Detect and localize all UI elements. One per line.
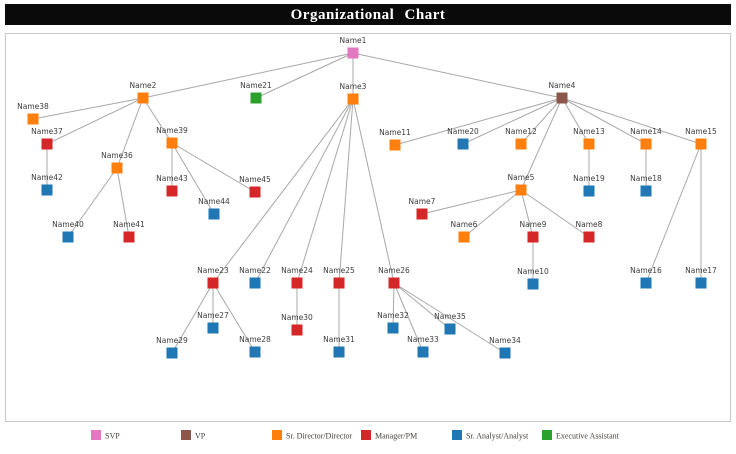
role-square-Name4 (556, 92, 568, 104)
node-label-Name25: Name25 (323, 266, 355, 275)
node-label-Name19: Name19 (573, 174, 605, 183)
role-square-Name5 (515, 184, 527, 196)
node-label-Name16: Name16 (630, 266, 662, 275)
role-square-Name28 (249, 346, 261, 358)
node-label-Name28: Name28 (239, 335, 271, 344)
role-square-Name40 (62, 231, 74, 243)
title-bar: Organizational Chart (5, 4, 731, 25)
node-label-Name26: Name26 (378, 266, 410, 275)
node-label-Name33: Name33 (407, 335, 439, 344)
node-label-Name43: Name43 (156, 174, 188, 183)
role-square-Name14 (640, 138, 652, 150)
role-square-Name2 (137, 92, 149, 104)
role-square-Name18 (640, 185, 652, 197)
node-label-Name31: Name31 (323, 335, 355, 344)
role-square-Name29 (166, 347, 178, 359)
role-square-Name38 (27, 113, 39, 125)
role-square-Name36 (111, 162, 123, 174)
role-square-Name37 (41, 138, 53, 150)
node-label-Name9: Name9 (519, 220, 547, 229)
page-title: Organizational Chart (290, 7, 446, 23)
role-square-Name32 (387, 322, 399, 334)
node-label-Name12: Name12 (505, 127, 537, 136)
node-label-Name20: Name20 (447, 127, 479, 136)
node-label-Name3: Name3 (339, 82, 367, 91)
node-label-Name38: Name38 (17, 102, 49, 111)
role-square-Name19 (583, 185, 595, 197)
node-label-Name37: Name37 (31, 127, 63, 136)
node-label-Name8: Name8 (575, 220, 603, 229)
node-label-Name2: Name2 (129, 81, 157, 90)
role-square-Name39 (166, 137, 178, 149)
node-label-Name34: Name34 (489, 336, 521, 345)
role-square-Name44 (208, 208, 220, 220)
role-square-Name7 (416, 208, 428, 220)
role-square-Name6 (458, 231, 470, 243)
role-square-Name22 (249, 277, 261, 289)
node-label-Name13: Name13 (573, 127, 605, 136)
node-label-Name10: Name10 (517, 267, 549, 276)
node-label-Name6: Name6 (450, 220, 478, 229)
role-square-Name20 (457, 138, 469, 150)
role-square-Name42 (41, 184, 53, 196)
node-label-Name32: Name32 (377, 311, 409, 320)
node-label-Name23: Name23 (197, 266, 229, 275)
node-label-Name36: Name36 (101, 151, 133, 160)
node-label-Name40: Name40 (52, 220, 84, 229)
role-square-Name31 (333, 346, 345, 358)
node-label-Name29: Name29 (156, 336, 188, 345)
node-label-Name44: Name44 (198, 197, 230, 206)
role-square-Name1 (347, 47, 359, 59)
role-square-Name13 (583, 138, 595, 150)
role-square-Name9 (527, 231, 539, 243)
role-square-Name41 (123, 231, 135, 243)
role-square-Name11 (389, 139, 401, 151)
role-square-Name27 (207, 322, 219, 334)
node-label-Name1: Name1 (339, 36, 367, 45)
role-square-Name35 (444, 323, 456, 335)
node-label-Name15: Name15 (685, 127, 717, 136)
role-square-Name10 (527, 278, 539, 290)
node-label-Name4: Name4 (548, 81, 576, 90)
role-square-Name26 (388, 277, 400, 289)
role-square-Name25 (333, 277, 345, 289)
role-square-Name24 (291, 277, 303, 289)
node-label-Name5: Name5 (507, 173, 535, 182)
node-label-Name21: Name21 (240, 81, 272, 90)
role-square-Name15 (695, 138, 707, 150)
node-label-Name39: Name39 (156, 126, 188, 135)
node-label-Name7: Name7 (408, 197, 436, 206)
role-square-Name17 (695, 277, 707, 289)
role-square-Name12 (515, 138, 527, 150)
node-label-Name30: Name30 (281, 313, 313, 322)
node-label-Name24: Name24 (281, 266, 313, 275)
node-label-Name41: Name41 (113, 220, 145, 229)
role-square-Name3 (347, 93, 359, 105)
node-label-Name11: Name11 (379, 128, 411, 137)
node-label-Name22: Name22 (239, 266, 271, 275)
node-label-Name45: Name45 (239, 175, 271, 184)
node-label-Name27: Name27 (197, 311, 229, 320)
node-label-Name14: Name14 (630, 127, 662, 136)
role-square-Name33 (417, 346, 429, 358)
role-square-Name16 (640, 277, 652, 289)
role-square-Name45 (249, 186, 261, 198)
node-label-Name17: Name17 (685, 266, 717, 275)
node-label-Name35: Name35 (434, 312, 466, 321)
role-square-Name23 (207, 277, 219, 289)
node-label-Name18: Name18 (630, 174, 662, 183)
role-square-Name34 (499, 347, 511, 359)
role-square-Name30 (291, 324, 303, 336)
role-square-Name21 (250, 92, 262, 104)
role-square-Name43 (166, 185, 178, 197)
node-label-Name42: Name42 (31, 173, 63, 182)
role-square-Name8 (583, 231, 595, 243)
